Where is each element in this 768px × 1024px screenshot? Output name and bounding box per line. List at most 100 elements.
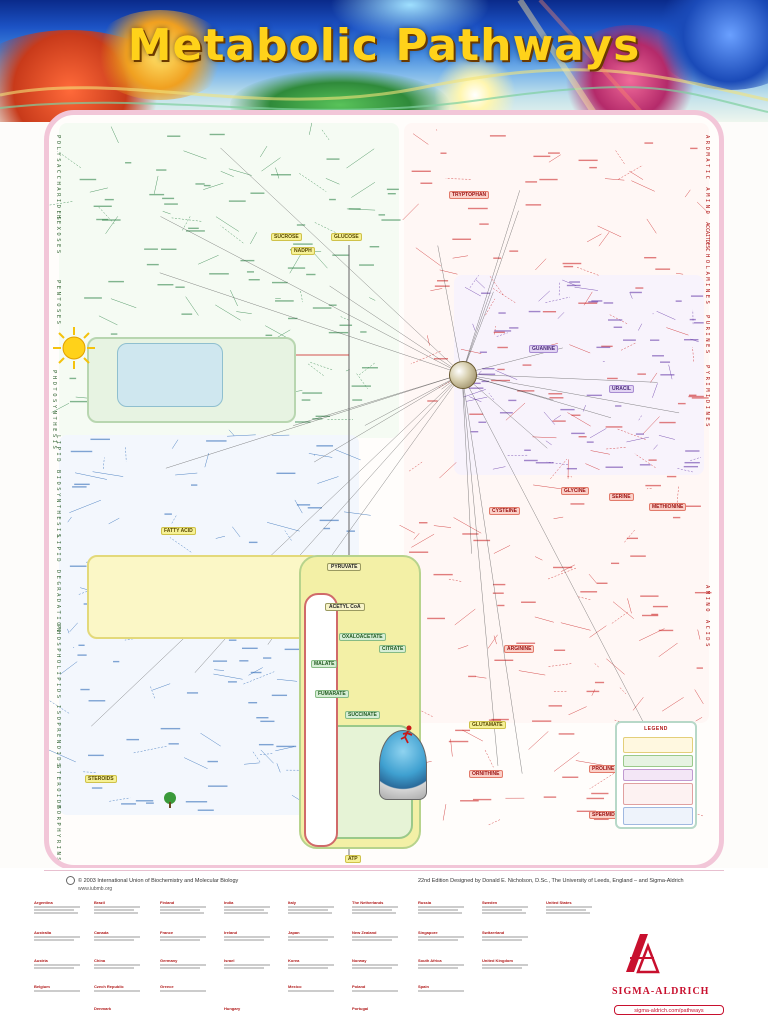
iubmb-link[interactable]: www.iubmb.org	[78, 886, 113, 892]
pathway-line	[412, 133, 429, 145]
pathway-line	[598, 232, 610, 247]
compound-glyph	[228, 200, 246, 202]
compound-glyph	[525, 181, 538, 183]
compound-glyph	[578, 159, 598, 162]
brand-url-link[interactable]: sigma-aldrich.com/pathways	[614, 1005, 724, 1015]
pathway-line	[567, 412, 591, 427]
pathway-line	[461, 373, 653, 740]
compound-glyph	[351, 385, 371, 387]
pathway-line	[457, 645, 469, 650]
pathway-line	[461, 210, 519, 375]
pathway-line	[461, 373, 499, 766]
compound-glyph	[469, 413, 484, 415]
compound-glyph	[566, 284, 581, 287]
pathway-line	[692, 347, 694, 362]
pathway-line	[547, 567, 577, 580]
compound-glyph	[258, 743, 274, 746]
address-block: India	[224, 900, 270, 915]
compound-glyph	[146, 802, 154, 804]
pathway-line	[684, 189, 691, 198]
compound-glyph	[478, 421, 487, 423]
pathway-line	[439, 462, 457, 479]
country-name: Belgium	[34, 984, 50, 989]
address-block: Hungary	[224, 1006, 240, 1011]
compound-glyph	[468, 387, 484, 389]
legend-swatch	[623, 769, 693, 781]
address-block: Poland	[352, 984, 398, 993]
brand-name: SIGMA-ALDRICH	[612, 986, 710, 997]
compound-glyph	[312, 418, 323, 420]
compound-glyph	[492, 583, 506, 586]
compound-glyph	[72, 486, 87, 488]
compound-glyph	[658, 629, 674, 632]
compound-glyph	[494, 659, 514, 661]
address-block: Brazil	[94, 900, 140, 915]
pathway-line	[437, 245, 463, 375]
address-block: United States	[546, 900, 592, 915]
compound-glyph	[78, 644, 85, 646]
country-name: Austria	[34, 958, 48, 963]
compound-glyph	[562, 776, 579, 778]
pathway-line	[110, 298, 137, 309]
compound-glyph	[605, 466, 623, 468]
pathway-line	[662, 697, 684, 712]
pathway-line	[261, 157, 281, 172]
pathway-line	[606, 658, 625, 675]
pathway-line	[577, 596, 591, 601]
pathway-line	[150, 686, 156, 700]
pathway-line	[485, 298, 496, 316]
compound-glyph	[209, 133, 225, 136]
compound-glyph	[156, 169, 167, 171]
compound-glyph	[157, 284, 174, 286]
pathway-line	[230, 289, 238, 307]
compound-glyph	[613, 326, 623, 328]
compound-glyph	[479, 351, 487, 353]
compound-glyph	[684, 339, 699, 341]
pathway-line	[69, 499, 101, 513]
address-block: New Zealand	[352, 930, 398, 942]
pathway-line	[276, 678, 298, 682]
pathway-line	[182, 215, 191, 231]
banner-art	[90, 10, 230, 100]
compound-glyph	[650, 339, 660, 341]
pathway-line	[105, 216, 119, 234]
pathway-line	[618, 165, 643, 180]
section-label: CATECHOLAMINES	[704, 225, 710, 307]
pathway-line	[518, 670, 546, 676]
pathway-line	[299, 173, 327, 192]
compound-glyph	[246, 271, 255, 273]
compound-glyph	[346, 530, 355, 532]
compound-glyph	[288, 317, 298, 320]
compound-glyph	[113, 660, 120, 663]
pathway-line	[276, 763, 281, 773]
compound-glyph	[655, 268, 671, 270]
pathway-line	[153, 175, 159, 194]
pathway-line	[408, 461, 423, 472]
country-name: Russia	[418, 900, 432, 905]
pathway-line	[690, 456, 702, 461]
country-name: Israel	[224, 958, 235, 963]
address-block: Spain	[418, 984, 464, 993]
compound-glyph	[167, 135, 181, 137]
compound-glyph	[301, 399, 311, 401]
node-methionine: METHIONINE	[649, 503, 687, 511]
compound-glyph	[497, 368, 505, 371]
node-guanine: GUANINE	[529, 345, 559, 353]
pathway-line	[260, 145, 268, 158]
pathway-line	[656, 311, 676, 320]
compound-glyph	[104, 198, 114, 201]
pathway-line	[553, 752, 580, 772]
compound-glyph	[623, 339, 636, 341]
pathway-line	[643, 416, 660, 434]
pathway-line	[110, 126, 119, 144]
compound-glyph	[302, 392, 323, 394]
compound-glyph	[110, 333, 118, 335]
pathway-line	[60, 661, 78, 675]
pathway-line	[215, 535, 226, 539]
pathway-line	[484, 749, 494, 768]
compound-glyph	[637, 373, 646, 375]
compound-glyph	[448, 740, 469, 743]
compound-glyph	[677, 402, 686, 405]
compound-glyph	[493, 257, 502, 259]
